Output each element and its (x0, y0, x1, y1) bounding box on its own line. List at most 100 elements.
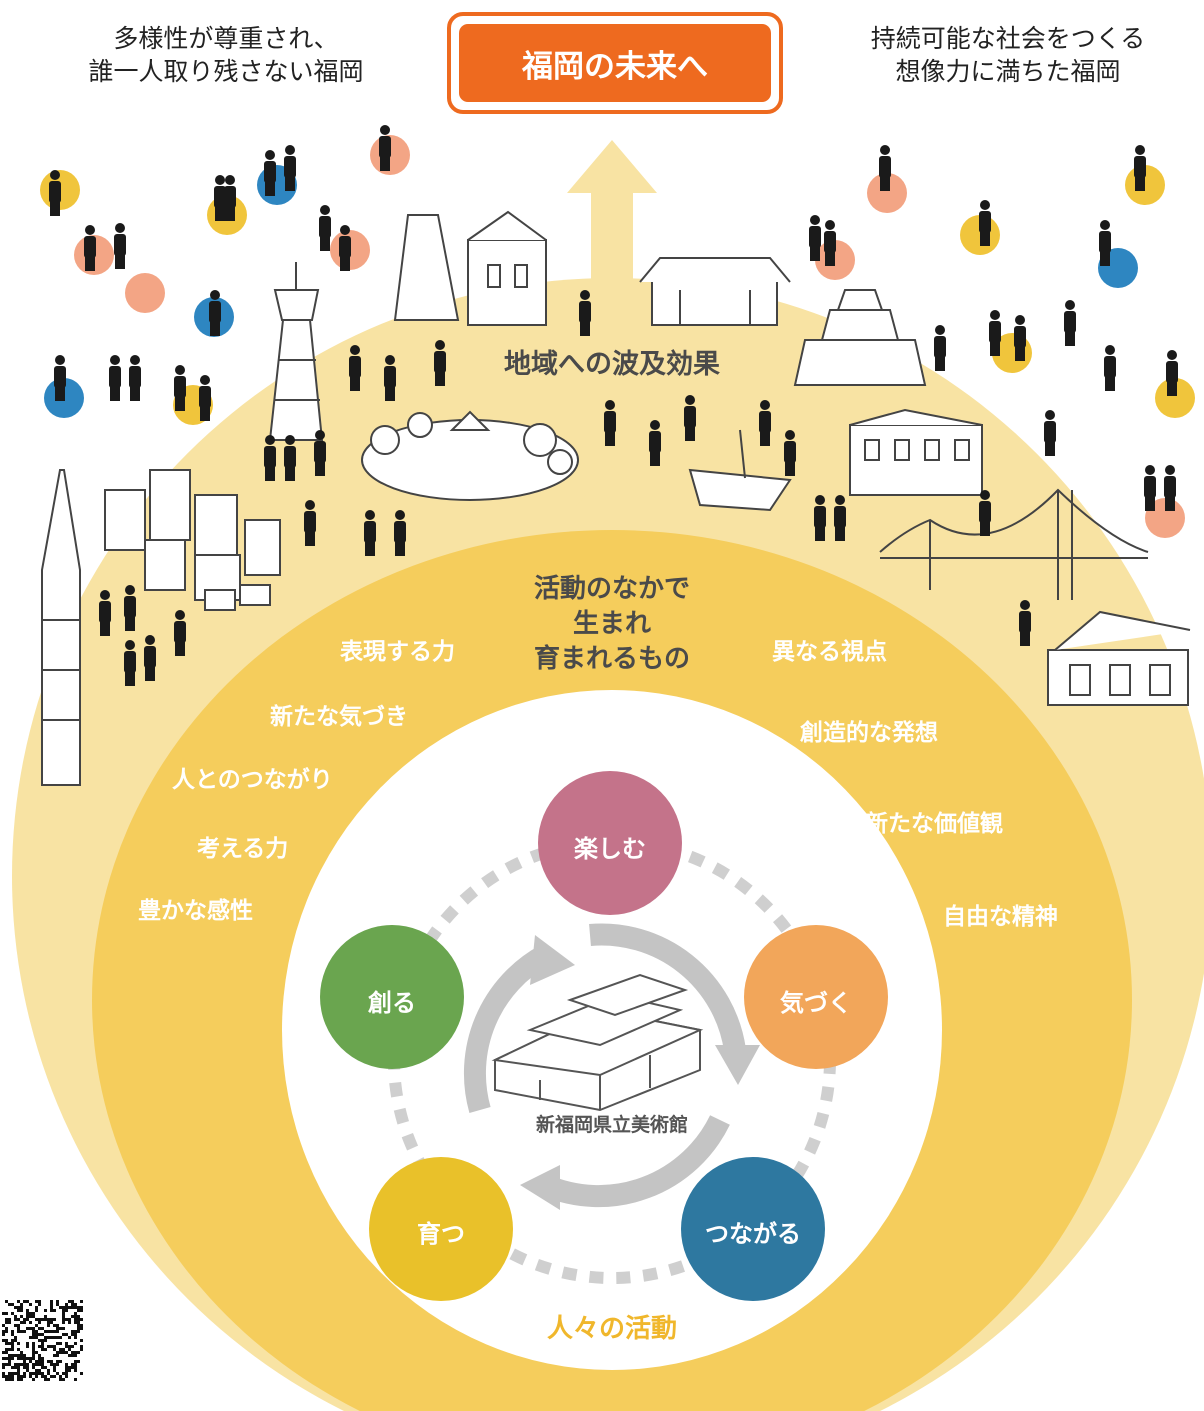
person-silhouette-icon (434, 340, 446, 386)
person-silhouette-icon (759, 400, 771, 446)
person-silhouette-icon (109, 355, 121, 401)
word-expressive-power: 表現する力 (340, 639, 455, 665)
decor-dot (867, 173, 907, 213)
word-different-viewpoint: 異なる視点 (772, 639, 887, 665)
person-silhouette-icon (879, 145, 891, 191)
person-silhouette-icon (1134, 145, 1146, 191)
right-caption-line-2: 想像力に満ちた福岡 (895, 57, 1121, 86)
person-silhouette-icon (349, 345, 361, 391)
activity-circle-notice (744, 925, 888, 1069)
person-silhouette-icon (129, 355, 141, 401)
person-silhouette-icon (114, 223, 126, 269)
person-silhouette-icon (1014, 315, 1026, 361)
person-silhouette-icon (684, 395, 696, 441)
person-silhouette-icon (264, 150, 276, 196)
tower-sketch-icon (41, 469, 81, 786)
person-silhouette-icon (224, 175, 236, 221)
port-tower-sketch-icon (268, 262, 324, 441)
person-silhouette-icon (284, 435, 296, 481)
cycle-arrow-icon (463, 923, 746, 1208)
person-silhouette-icon (814, 495, 826, 541)
person-silhouette-icon (394, 510, 406, 556)
mine-building-sketch-icon (393, 210, 547, 326)
activity-circle-connect (681, 1157, 825, 1301)
person-silhouette-icon (1044, 410, 1056, 456)
right-caption-line-1: 持続可能な社会をつくる (870, 24, 1146, 53)
person-silhouette-icon (989, 310, 1001, 356)
theater-sketch-icon (1047, 610, 1191, 706)
person-silhouette-icon (84, 225, 96, 271)
boat-sketch-icon (688, 429, 792, 512)
city-blocks-sketch-icon (104, 469, 281, 611)
person-silhouette-icon (124, 585, 136, 631)
circle-label-grow: 育つ (417, 1220, 465, 1248)
word-creative-idea: 創造的な発想 (800, 720, 938, 746)
inner-label-line-3: 育まれるもの (533, 644, 690, 674)
inner-label-line-1: 活動のなかで (533, 574, 690, 604)
person-silhouette-icon (174, 610, 186, 656)
museum-building-icon (491, 973, 704, 1112)
person-silhouette-icon (314, 430, 326, 476)
word-new-awareness: 新たな気づき (270, 704, 408, 730)
landmark-sketches (41, 210, 1191, 786)
person-silhouette-icon (339, 225, 351, 271)
museum-label: 新福岡県立美術館 (535, 1114, 688, 1136)
circle-label-create: 創る (368, 989, 416, 1017)
regional-effect-label: 地域への波及効果 (504, 349, 720, 380)
circle-label-enjoy: 楽しむ (574, 835, 646, 863)
person-silhouette-icon (144, 635, 156, 681)
person-silhouette-icon (979, 490, 991, 536)
activities-label: 人々の活動 (546, 1314, 677, 1344)
activity-circle-grow (369, 1157, 513, 1301)
person-silhouette-icon (364, 510, 376, 556)
person-silhouette-icon (124, 640, 136, 686)
person-silhouette-icon (54, 355, 66, 401)
left-caption-line-2: 誰一人取り残さない福岡 (88, 57, 364, 86)
word-rich-sensibility: 豊かな感性 (138, 898, 253, 924)
person-silhouette-icon (174, 365, 186, 411)
person-silhouette-icon (1064, 300, 1076, 346)
person-silhouette-icon (649, 420, 661, 466)
regional-arrow (576, 467, 648, 530)
bridge-sketch-icon (879, 488, 1149, 600)
person-silhouette-icon (199, 375, 211, 421)
person-silhouette-icon (379, 125, 391, 171)
person-silhouette-icon (214, 175, 226, 221)
word-new-values: 新たな価値観 (865, 811, 1003, 837)
person-silhouette-icon (319, 205, 331, 251)
person-silhouette-icon (1166, 350, 1178, 396)
person-silhouette-icon (1164, 465, 1176, 511)
park-sketch-icon (361, 410, 579, 501)
person-silhouette-icon (809, 215, 821, 261)
person-silhouette-icon (1144, 465, 1156, 511)
cycle-arrow-heads (520, 935, 760, 1210)
circle-label-notice: 気づく (780, 989, 852, 1017)
word-free-spirit: 自由な精神 (943, 904, 1058, 930)
inner-label-line-2: 生まれ (572, 609, 651, 639)
page-title: 福岡の未来へ (459, 24, 771, 102)
right-caption: 持続可能な社会をつくる 想像力に満ちた福岡 (828, 22, 1188, 88)
people-group (40, 125, 1195, 686)
decor-dot (1155, 378, 1195, 418)
activity-circle-enjoy (538, 771, 682, 915)
word-connection: 人とのつながり (172, 767, 333, 793)
person-silhouette-icon (1104, 345, 1116, 391)
qr-code-icon (2, 1300, 83, 1381)
brick-building-sketch-icon (849, 408, 983, 496)
person-silhouette-icon (264, 435, 276, 481)
left-caption: 多様性が尊重され、 誰一人取り残さない福岡 (46, 22, 406, 88)
person-silhouette-icon (284, 145, 296, 191)
person-silhouette-icon (209, 290, 221, 336)
person-silhouette-icon (934, 325, 946, 371)
castle-sketch-icon (793, 289, 927, 386)
circle-label-connect: つながる (705, 1220, 801, 1248)
person-silhouette-icon (384, 355, 396, 401)
person-silhouette-icon (604, 400, 616, 446)
growth-arrow (576, 700, 648, 770)
title-box: 福岡の未来へ (447, 12, 783, 114)
activity-circle-create (320, 925, 464, 1069)
person-silhouette-icon (1019, 600, 1031, 646)
person-silhouette-icon (784, 430, 796, 476)
person-silhouette-icon (1099, 220, 1111, 266)
